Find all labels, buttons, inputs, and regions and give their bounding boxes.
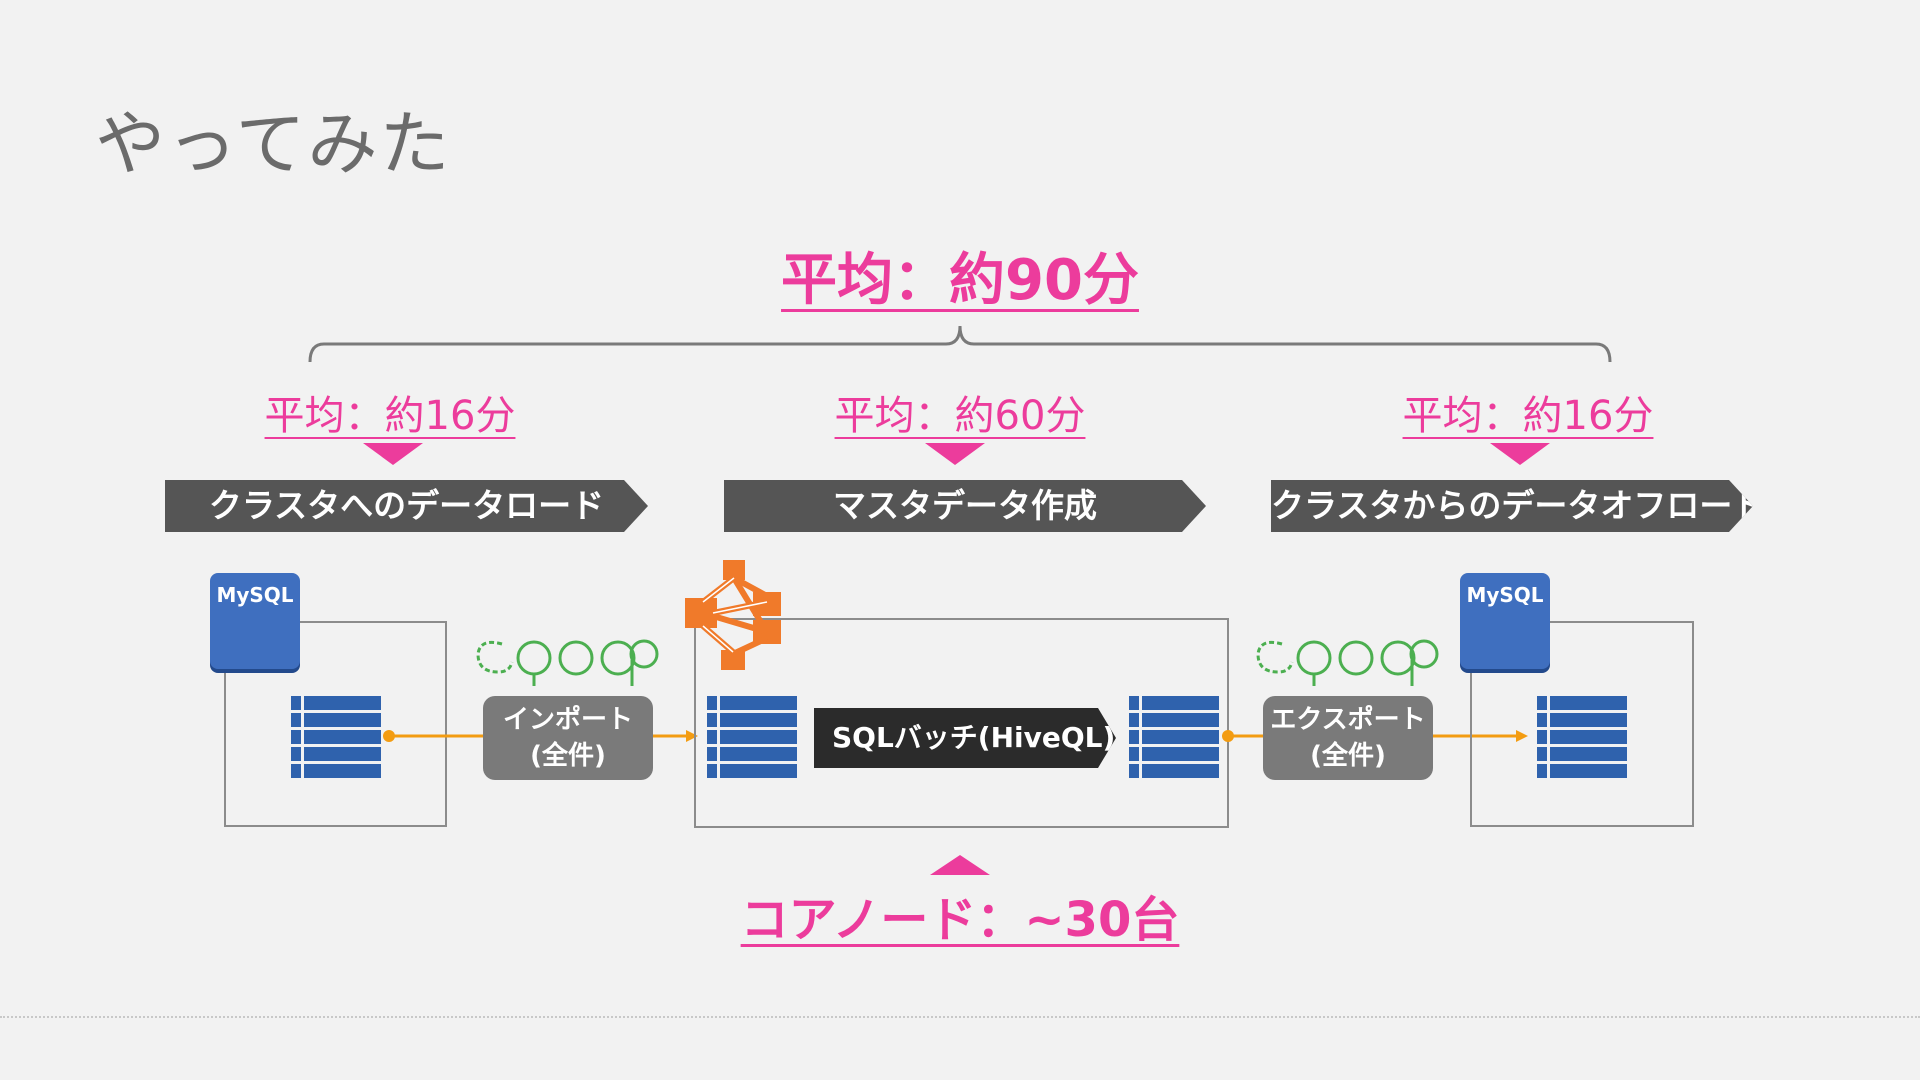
target-db-box xyxy=(1470,621,1694,827)
database-table-icon xyxy=(291,696,381,780)
sqoop-logo-icon xyxy=(476,639,659,686)
brace-icon xyxy=(308,325,1612,363)
phase-2-pointer-icon xyxy=(925,443,985,465)
core-nodes-label: コアノード：~30台 xyxy=(740,892,1180,948)
footer-divider xyxy=(0,1016,1920,1018)
import-arrow-icon xyxy=(383,730,698,742)
phase-2-banner: マスタデータ作成 xyxy=(724,480,1206,532)
database-table-icon xyxy=(1129,696,1219,780)
phase-3-time: 平均：約16分 xyxy=(1402,393,1654,439)
database-table-icon xyxy=(707,696,797,780)
slide-title: やってみた xyxy=(95,103,452,185)
sqoop-logo-icon xyxy=(1256,639,1439,686)
core-nodes-pointer-icon xyxy=(930,855,990,875)
export-arrow-icon xyxy=(1222,730,1528,742)
phase-3-banner: クラスタからのデータオフロード xyxy=(1271,480,1753,532)
mysql-db-icon: MySQL xyxy=(210,573,300,669)
phase-1-time: 平均：約16分 xyxy=(264,393,516,439)
import-step-label: インポート xyxy=(502,705,633,735)
import-step: インポート (全件) xyxy=(483,696,653,780)
phase-1-pointer-icon xyxy=(363,443,423,465)
export-step-scope: (全件) xyxy=(1310,741,1386,771)
import-step-scope: (全件) xyxy=(530,741,606,771)
total-time-label: 平均：約90分 xyxy=(781,248,1139,313)
database-table-icon xyxy=(1537,696,1627,780)
amazon-emr-icon xyxy=(685,560,781,670)
source-db-box xyxy=(224,621,447,827)
export-step-label: エクスポート xyxy=(1270,705,1426,735)
phase-2-time: 平均：約60分 xyxy=(834,393,1086,439)
phase-1-banner: クラスタへのデータロード xyxy=(165,480,648,532)
phase-3-pointer-icon xyxy=(1490,443,1550,465)
emr-cluster-box xyxy=(694,618,1229,828)
mysql-db-icon: MySQL xyxy=(1460,573,1550,669)
sql-batch-step: SQLバッチ(HiveQL) xyxy=(814,708,1116,768)
export-step: エクスポート (全件) xyxy=(1263,696,1433,780)
